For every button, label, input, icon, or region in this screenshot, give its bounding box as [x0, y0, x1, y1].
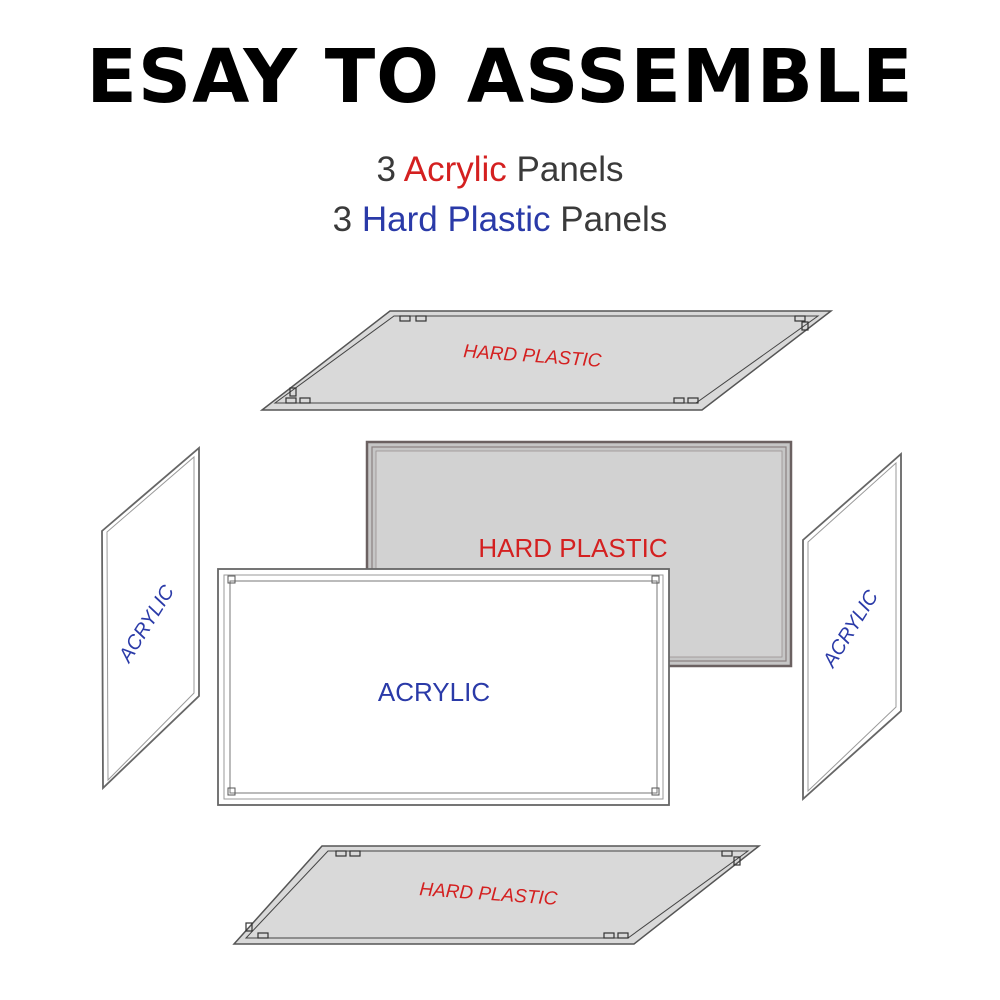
left-panel: ACRYLIC: [101, 446, 200, 791]
top-panel-clips: [285, 315, 809, 404]
right-panel: ACRYLIC: [802, 452, 902, 802]
front-panel-corner-clips: [227, 575, 660, 796]
acrylic-panels-word: Panels: [516, 150, 624, 189]
plastic-count: 3: [332, 200, 353, 239]
front-panel: ACRYLIC: [217, 568, 670, 806]
bottom-panel-clips: [245, 850, 741, 939]
top-panel: HARD PLASTIC: [259, 310, 834, 411]
back-panel-label: HARD PLASTIC: [478, 533, 667, 563]
subtitle-acrylic-line: 3 Acrylic Panels: [0, 152, 1000, 187]
bottom-panel: HARD PLASTIC: [232, 845, 762, 945]
acrylic-count: 3: [376, 150, 396, 189]
subtitle-plastic-line: 3 Hard Plastic Panels: [0, 202, 1000, 237]
front-panel-label: ACRYLIC: [378, 677, 490, 707]
headline: ESAY TO ASSEMBLE: [86, 34, 914, 120]
plastic-panels-word: Panels: [560, 200, 668, 239]
plastic-word: Hard Plastic: [361, 200, 551, 239]
acrylic-word: Acrylic: [403, 150, 507, 189]
